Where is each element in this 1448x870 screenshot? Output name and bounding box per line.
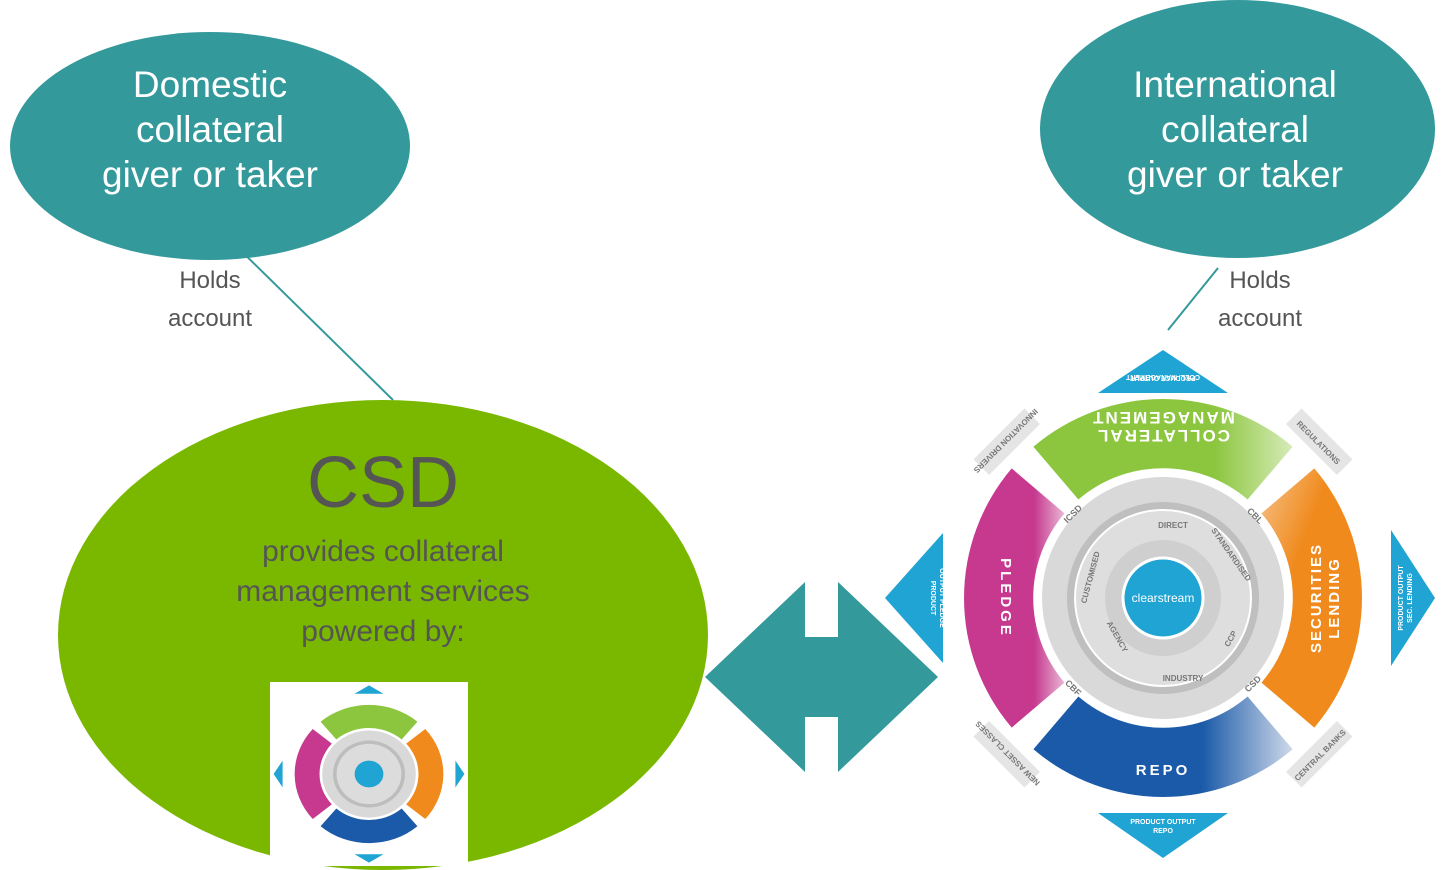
small-segment-bottom [320,808,418,844]
driver-new-asset-classes: NEW ASSET CLASSES [973,719,1042,788]
center-logo-text: clearstream [1132,591,1195,605]
domestic-line-1: Domestic [132,64,288,105]
output-bottom-line-1: PRODUCT OUTPUT [1130,819,1196,826]
ring-inner-direct: DIRECT [1158,521,1188,530]
domestic-edge-label: Holds account [140,262,280,338]
segment-top-label-2: MANAGEMENT [1091,408,1235,427]
segment-right-label-1: SECURITIES [1308,543,1325,653]
small-center [354,760,384,788]
driver-central-banks: CENTRAL BANKS [1286,721,1353,788]
domestic-line-3: giver or taker [102,154,318,195]
domestic-csd-connector [224,234,394,401]
segment-repo [1033,696,1293,797]
output-right-line-1: PRODUCT OUTPUT [1398,565,1405,631]
csd-title: CSD [306,443,459,523]
international-edge-label: Holds account [1190,262,1330,338]
segment-bottom-label: REPO [1136,762,1191,779]
driver-regulations: REGULATIONS [1286,408,1353,475]
domestic-node [10,32,410,260]
output-right: PRODUCT OUTPUT SEC. LENDING [1391,530,1435,666]
output-left-line-2: OUTPUT PLEDGE [938,568,945,628]
domestic-edge-line-2: account [167,305,253,332]
international-line-3: giver or taker [1127,154,1343,195]
small-output-left [273,760,283,788]
domestic-line-2: collateral [135,109,285,150]
output-top-line-2: COLL. MANAGEMENT [1125,373,1200,380]
domestic-edge-line-1: Holds [179,267,241,294]
international-edge-line-1: Holds [1229,267,1291,294]
bidirectional-arrow-icon [705,582,938,772]
center-hub [1121,556,1205,640]
segment-pledge [964,468,1065,728]
output-left: PRODUCT OUTPUT PLEDGE [885,533,945,663]
small-segment-right [406,729,444,819]
output-top-line-1: PRODUCT OUTPUT [1130,374,1196,381]
output-bottom-line-2: REPO [1153,828,1173,835]
csd-line-3: powered by: [301,615,465,648]
csd-line-2: management services [236,575,530,608]
small-segment-left [294,729,332,819]
output-top: PRODUCT OUTPUT COLL. MANAGEMENT [1098,350,1228,393]
small-wheel-image [270,682,468,866]
driver-innovation-label: INNOVATION DRIVERS [971,407,1039,475]
segment-securities-lending [1261,468,1362,728]
csd-description: provides collateral management services … [183,532,583,652]
segment-right-label-2: LENDING [1326,557,1343,639]
international-line-2: collateral [1160,109,1310,150]
segment-collateral-management [1033,399,1293,500]
small-output-right [455,760,465,788]
segment-left-label: PLEDGE [997,558,1014,638]
service-wheel-diagram: PRODUCT OUTPUT COLL. MANAGEMENT PRODUCT … [885,350,1435,858]
driver-innovation: INNOVATION DRIVERS [971,407,1040,475]
output-right-line-2: SEC. LENDING [1407,573,1414,623]
international-wheel-connector [1167,267,1219,331]
small-output-top [354,685,384,694]
domestic-node-label: Domestic collateral giver or taker [60,62,360,197]
small-output-bottom [354,854,384,863]
output-left-line-1: PRODUCT [929,581,936,616]
driver-new-asset-classes-label: NEW ASSET CLASSES [973,719,1042,788]
csd-line-1: provides collateral [262,535,504,568]
international-edge-line-2: account [1217,305,1303,332]
ring-inner-industry: INDUSTRY [1163,674,1204,683]
international-node-label: International collateral giver or taker [1085,62,1385,197]
driver-central-banks-label: CENTRAL BANKS [1293,727,1348,782]
international-line-1: International [1133,64,1337,105]
small-segment-top [320,704,418,740]
international-node [1040,0,1435,258]
output-bottom: PRODUCT OUTPUT REPO [1098,813,1228,858]
segment-top-label-1: COLLATERAL [1096,426,1230,445]
